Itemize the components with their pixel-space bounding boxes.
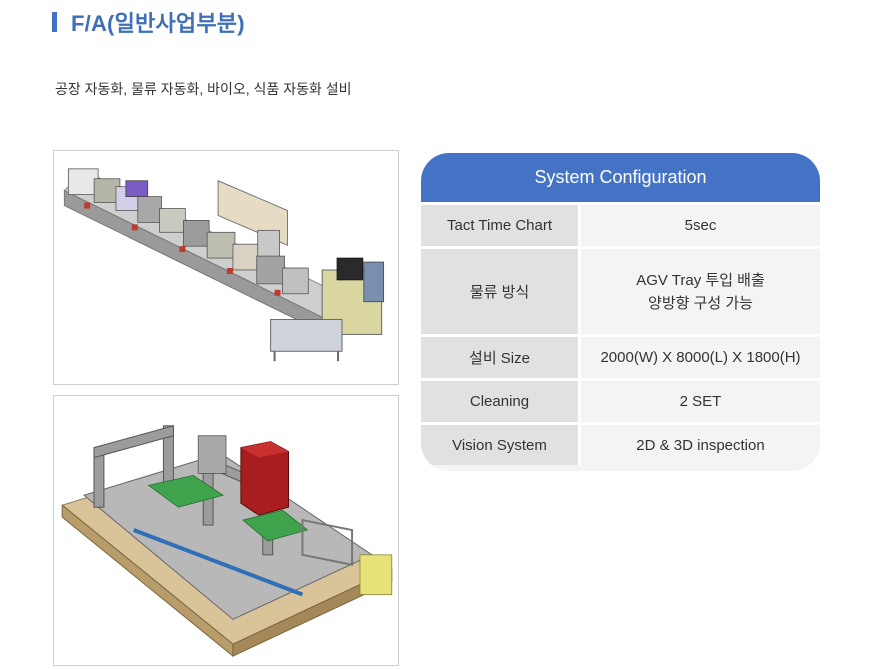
config-header: System Configuration xyxy=(421,153,820,202)
row-value: 2000(W) X 8000(L) X 1800(H) xyxy=(578,337,820,378)
table-row: Vision System 2D & 3D inspection xyxy=(421,422,820,465)
row-value: 2D & 3D inspection xyxy=(578,425,820,465)
value-line: 2000(W) X 8000(L) X 1800(H) xyxy=(600,349,801,366)
value-line: AGV Tray 투입 배출 xyxy=(636,271,765,289)
row-label: Cleaning xyxy=(421,381,578,422)
value-line: 2D & 3D inspection xyxy=(636,436,765,454)
section-title: F/A(일반사업부분) xyxy=(52,6,245,38)
row-value: AGV Tray 투입 배출 양방향 구성 가능 xyxy=(578,249,820,334)
table-row: 설비 Size 2000(W) X 8000(L) X 1800(H) xyxy=(421,334,820,378)
table-row: 물류 방식 AGV Tray 투입 배출 양방향 구성 가능 xyxy=(421,246,820,334)
system-configuration-table: System Configuration Tact Time Chart 5se… xyxy=(421,153,820,471)
row-value: 2 SET xyxy=(578,381,820,422)
gantry-machine-image-box xyxy=(53,395,399,666)
row-label: 물류 방식 xyxy=(421,249,578,334)
table-row: Cleaning 2 SET xyxy=(421,378,820,422)
title-accent-bar xyxy=(52,12,57,32)
row-label: Tact Time Chart xyxy=(421,205,578,246)
table-row: Tact Time Chart 5sec xyxy=(421,202,820,246)
value-line: 5sec xyxy=(684,217,717,234)
assembly-line-machine-image xyxy=(63,168,385,362)
assembly-line-image xyxy=(53,150,399,385)
row-value: 5sec xyxy=(578,205,820,246)
value-line: 양방향 구성 가능 xyxy=(648,294,753,312)
gantry-machine-image xyxy=(61,425,393,658)
page-subtitle: 공장 자동화, 물류 자동화, 바이오, 식품 자동화 설비 xyxy=(55,81,352,97)
value-line: 2 SET xyxy=(679,393,722,410)
page-title: F/A(일반사업부분) xyxy=(71,11,245,36)
row-label: 설비 Size xyxy=(421,337,578,378)
row-label: Vision System xyxy=(421,425,578,465)
